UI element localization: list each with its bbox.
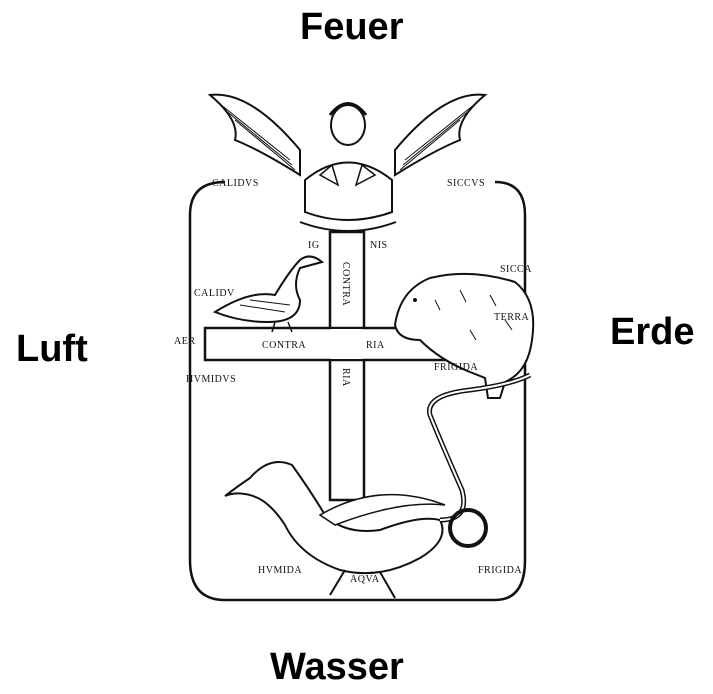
label-ria-horizontal: RIA (366, 340, 385, 351)
label-calidus-top: CALIDVS (212, 178, 259, 189)
label-humida-bottom: HVMIDA (258, 565, 302, 576)
label-contra-vertical: CONTRA (340, 262, 351, 306)
label-frigida-bottom: FRIGIDA (478, 565, 522, 576)
label-terra: TERRA (494, 312, 530, 323)
label-humidus: HVMIDVS (186, 374, 236, 385)
angel-icon (210, 95, 485, 231)
label-ria-vertical: RIA (340, 368, 351, 387)
element-label-fire: Feuer (300, 8, 403, 46)
label-contra-horizontal: CONTRA (262, 340, 306, 351)
label-frigida-right: FRIGIDA (434, 362, 478, 373)
label-succa: SICCA (500, 264, 532, 275)
label-aqua: AQVA (350, 574, 380, 585)
element-label-water: Wasser (270, 648, 404, 686)
label-siccus-top: SICCVS (447, 178, 485, 189)
label-ignis-right: NIS (370, 240, 388, 251)
label-calidu-left: CALIDV (194, 288, 235, 299)
label-aer: AER (174, 336, 196, 347)
element-label-air: Luft (16, 330, 88, 368)
label-ignis-left: IG (308, 240, 320, 251)
element-label-earth: Erde (610, 313, 694, 351)
